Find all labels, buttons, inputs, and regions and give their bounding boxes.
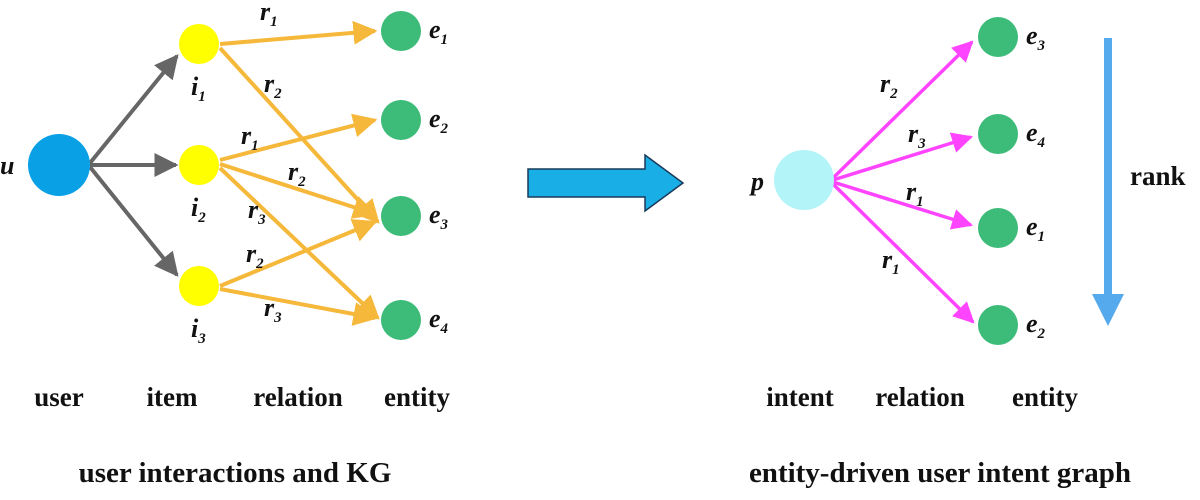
- edge-u-i3: [88, 165, 179, 277]
- intent-node-label: p: [749, 167, 764, 196]
- intent-relation-label-e2: r1: [882, 245, 900, 278]
- relation-label-i3-e4: r3: [264, 293, 282, 326]
- item-node-3: [179, 266, 219, 306]
- relation-label-i1-e1: r1: [260, 0, 278, 30]
- item-node-2: [179, 145, 219, 185]
- intent-entity-label-4: e4: [1026, 118, 1046, 151]
- entity-node-2: [381, 100, 421, 140]
- rank-label: rank: [1130, 161, 1186, 191]
- edge-p-e1: [832, 180, 974, 230]
- intent-relation-label-e1: r1: [906, 177, 924, 210]
- edge-i2-e4: [218, 166, 380, 320]
- edge-p-e4: [832, 132, 974, 182]
- user-item-edges: [88, 54, 179, 277]
- edge-p-e3: [831, 40, 974, 180]
- right-node-labels: p e3 e4 e1 e2: [749, 21, 1046, 342]
- item-node-1: [179, 24, 219, 64]
- item-label-1: i1: [191, 72, 206, 105]
- intent-entity-node-4: [978, 114, 1018, 154]
- column-label-user: user: [34, 382, 84, 412]
- rank-arrow: [1092, 38, 1124, 326]
- edge-i1-e3: [218, 46, 380, 224]
- column-label-relation-right: relation: [875, 382, 965, 412]
- rank-arrow-shaft: [1104, 38, 1112, 296]
- edge-p-e2: [831, 182, 975, 324]
- intent-edges: [831, 40, 975, 324]
- relation-edges: [218, 20, 380, 326]
- relation-label-i2-e4: r3: [248, 195, 266, 228]
- left-nodes: [28, 11, 421, 340]
- relation-label-i2-e2: r1: [241, 121, 259, 154]
- edge-i2-e3: [219, 162, 378, 219]
- intent-entity-label-2: e2: [1026, 309, 1046, 342]
- column-label-item: item: [147, 382, 198, 412]
- column-label-relation: relation: [253, 382, 343, 412]
- edge-i3-e3: [219, 219, 378, 288]
- transform-arrow: [527, 153, 685, 213]
- edge-i1-e1: [219, 20, 378, 46]
- relation-label-i1-e3: r2: [264, 69, 282, 102]
- intent-relation-label-e4: r3: [908, 119, 926, 152]
- column-label-entity-right: entity: [1012, 382, 1078, 412]
- right-relation-labels: r2 r3 r1 r1: [880, 69, 926, 278]
- edge-i3-e4: [219, 287, 378, 326]
- rank-arrow-head: [1092, 294, 1124, 326]
- entity-label-1: e1: [429, 15, 448, 48]
- left-column-labels: user item relation entity: [34, 382, 450, 412]
- left-diagram-title: user interactions and KG: [79, 457, 392, 489]
- intent-node: [774, 150, 834, 210]
- intent-relation-label-e3: r2: [880, 69, 898, 102]
- entity-node-4: [381, 300, 421, 340]
- user-node: [28, 134, 90, 196]
- left-node-labels: u i1 i2 i3 e1 e2 e3 e4: [0, 15, 449, 347]
- right-column-labels: intent relation entity: [766, 382, 1078, 412]
- item-label-3: i3: [191, 314, 206, 347]
- edge-u-i1: [88, 54, 179, 165]
- entity-node-3: [381, 196, 421, 236]
- relation-label-i2-e3: r2: [288, 157, 306, 190]
- left-relation-labels: r1 r2 r1 r2 r3 r2 r3: [241, 0, 306, 326]
- intent-entity-node-3: [978, 17, 1018, 57]
- right-nodes: [774, 17, 1018, 345]
- intent-entity-label-3: e3: [1026, 21, 1046, 54]
- entity-node-1: [381, 11, 421, 51]
- entity-label-3: e3: [429, 200, 449, 233]
- right-diagram-title: entity-driven user intent graph: [749, 457, 1131, 489]
- intent-entity-node-2: [978, 305, 1018, 345]
- intent-entity-label-1: e1: [1026, 212, 1045, 245]
- relation-label-i3-e3: r2: [246, 239, 264, 272]
- column-label-entity: entity: [384, 382, 450, 412]
- item-label-2: i2: [191, 193, 206, 226]
- entity-label-2: e2: [429, 104, 449, 137]
- column-label-intent: intent: [766, 382, 834, 412]
- user-node-label: u: [0, 151, 14, 180]
- intent-entity-node-1: [978, 208, 1018, 248]
- edge-i2-e2: [219, 113, 378, 162]
- entity-label-4: e4: [429, 304, 449, 337]
